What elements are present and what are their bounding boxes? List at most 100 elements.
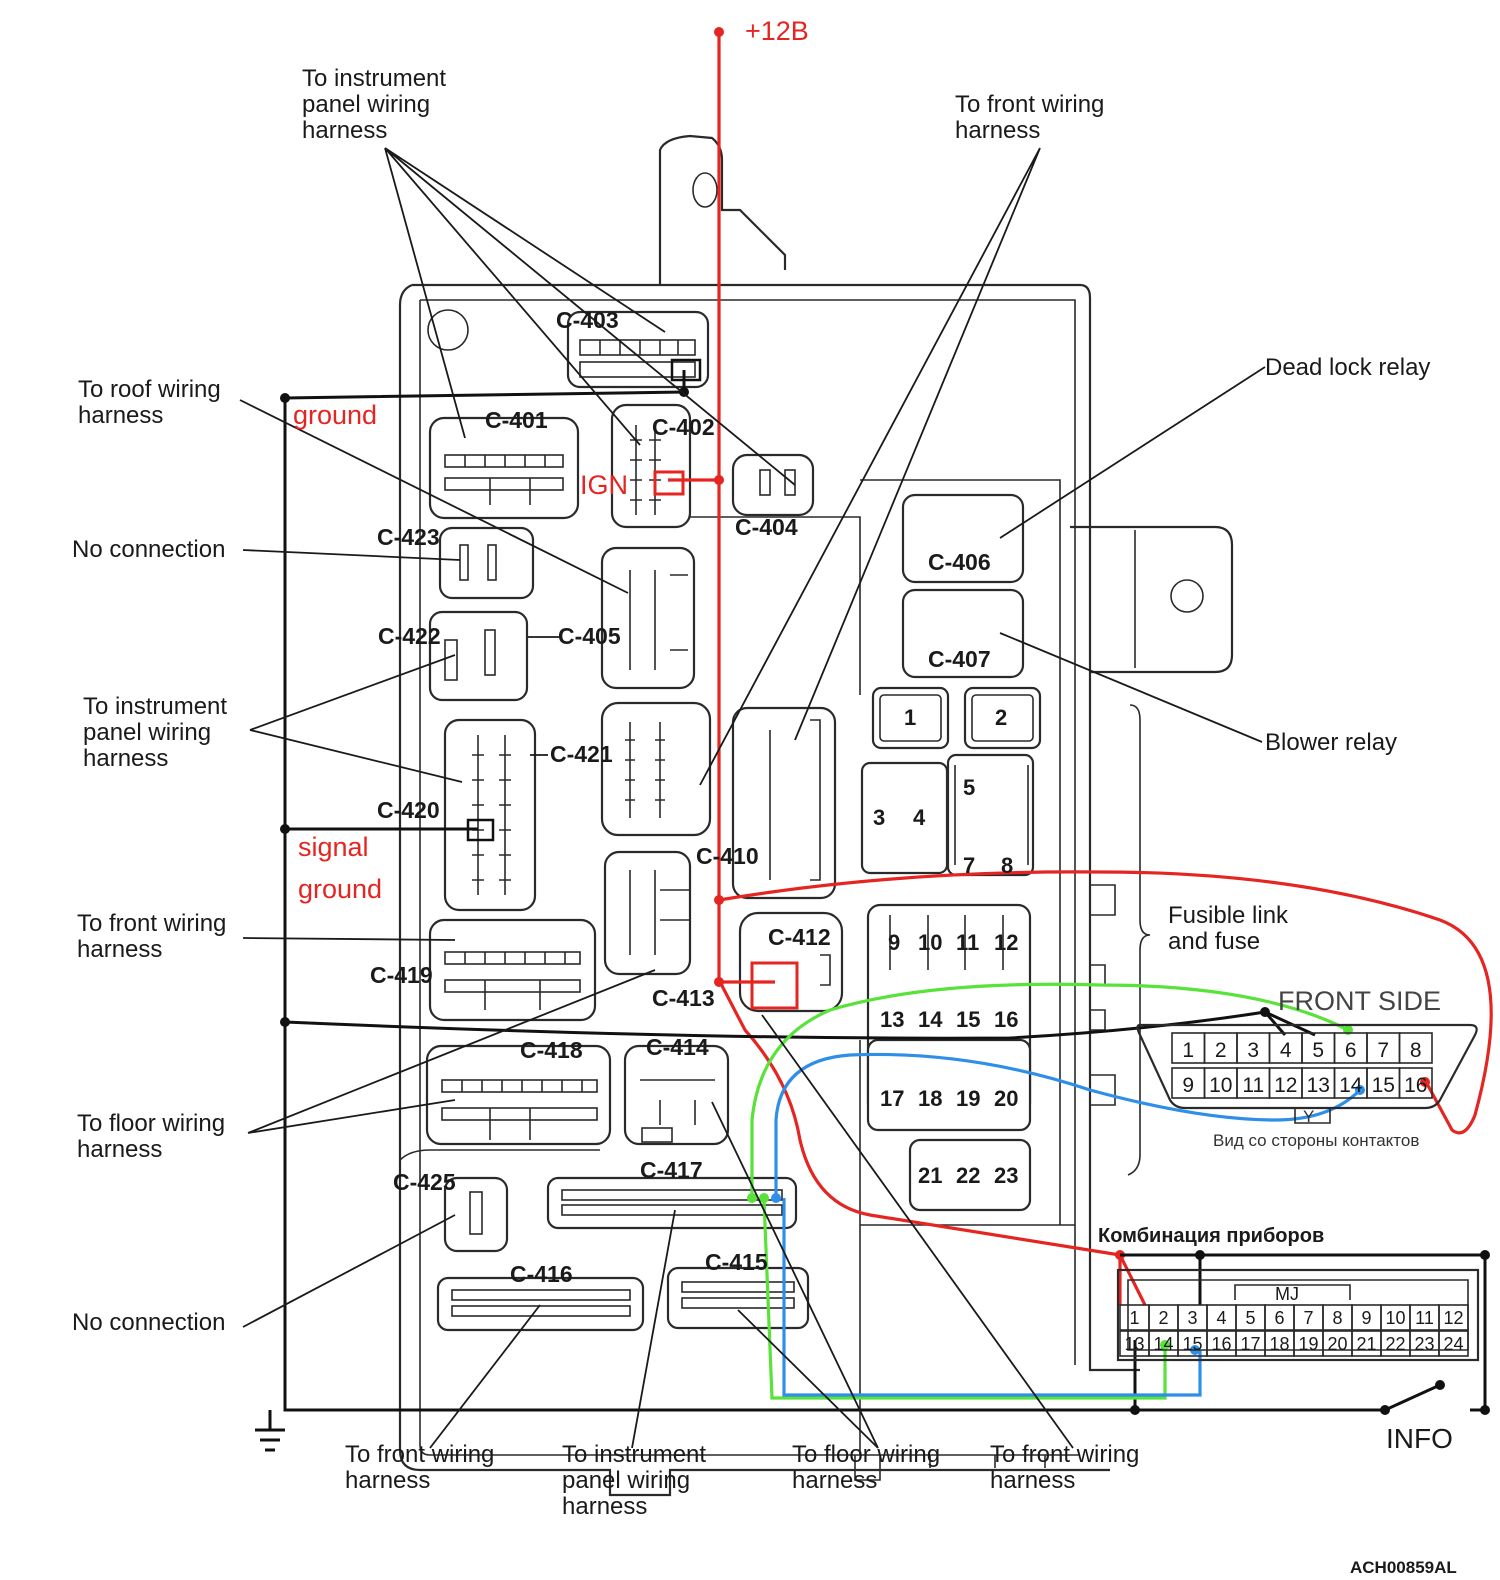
cluster-pin-19: 19 (1298, 1334, 1318, 1354)
relay-c407 (901, 588, 1025, 679)
fuse-14: 14 (918, 1007, 943, 1032)
cluster-pin-16: 16 (1211, 1334, 1231, 1354)
connector-c416 (436, 1276, 645, 1332)
obd-pin-14: 14 (1339, 1074, 1363, 1097)
callout-front-top: To front wiring harness (955, 91, 1111, 144)
connector-c415 (666, 1266, 810, 1330)
cluster-pin-13: 13 (1124, 1334, 1144, 1354)
fuse-12: 12 (994, 930, 1018, 955)
connector-c413 (603, 850, 692, 976)
cluster-pin-7: 7 (1303, 1308, 1313, 1328)
cluster-pin-10: 10 (1385, 1308, 1405, 1328)
fuse-17: 17 (880, 1086, 904, 1111)
fuse-numbers: 1 2 3 4 5 7 8 9 10 11 12 13 14 15 16 17 … (873, 705, 1018, 1188)
leader-lines (239, 147, 1266, 1449)
cluster-pin-8: 8 (1332, 1308, 1342, 1328)
callout-blower-relay: Blower relay (1265, 729, 1397, 756)
callout-bottom-instrument: To instrument panel wiring harness (562, 1441, 713, 1520)
connector-c410 (731, 706, 837, 900)
supply-label: +12B (745, 16, 809, 46)
callout-front-left: To front wiring harness (77, 910, 233, 963)
label-c425: C-425 (393, 1169, 456, 1195)
cluster-pin-2: 2 (1158, 1308, 1168, 1328)
cluster-pin-9: 9 (1361, 1308, 1371, 1328)
connector-c423 (438, 526, 535, 600)
callout-instrument-mid: To instrument panel wiring harness (83, 693, 234, 772)
label-c416: C-416 (510, 1261, 573, 1287)
cluster-pin-15: 15 (1182, 1334, 1202, 1354)
fuse-23: 23 (994, 1163, 1018, 1188)
cluster-pin-5: 5 (1245, 1308, 1255, 1328)
connector-c419 (428, 918, 597, 1022)
obd-pin-13: 13 (1307, 1074, 1330, 1097)
obd-pin-16: 16 (1404, 1074, 1427, 1097)
label-c419: C-419 (370, 962, 433, 988)
obd-pin-4: 4 (1280, 1039, 1292, 1062)
label-c415: C-415 (705, 1249, 768, 1275)
callout-floor-left: To floor wiring harness (77, 1110, 232, 1163)
fuse-5: 5 (963, 775, 975, 800)
cluster-pin-21: 21 (1356, 1334, 1376, 1354)
cluster-pin-12: 12 (1443, 1308, 1463, 1328)
fuse-2: 2 (995, 705, 1007, 730)
cluster-pin-23: 23 (1414, 1334, 1434, 1354)
label-c401: C-401 (485, 407, 548, 433)
signal-ground-label-2: ground (298, 874, 382, 904)
obd-pin-5: 5 (1312, 1039, 1324, 1062)
label-c406: C-406 (928, 549, 991, 575)
connector-c414 (623, 1044, 730, 1146)
connector-c418 (425, 1044, 612, 1146)
label-c414: C-414 (646, 1034, 709, 1060)
label-c418: C-418 (520, 1037, 583, 1063)
label-c407: C-407 (928, 646, 991, 672)
cluster-title: Комбинация приборов (1098, 1225, 1324, 1247)
fuse-7: 7 (963, 853, 975, 878)
callout-bottom-front-1: To front wiring harness (345, 1441, 501, 1494)
callout-instrument-top: To instrument panel wiring harness (302, 65, 453, 144)
fuse-20: 20 (994, 1086, 1018, 1111)
label-c417: C-417 (640, 1157, 703, 1183)
cluster-pin-1: 1 (1129, 1308, 1139, 1328)
label-c413: C-413 (652, 985, 715, 1011)
cluster-pin-17: 17 (1240, 1334, 1260, 1354)
signal-ground-label-1: signal (298, 832, 369, 862)
fuse-11: 11 (956, 930, 979, 955)
callout-no-connection-2: No connection (72, 1309, 225, 1336)
obd-pin-3: 3 (1247, 1039, 1259, 1062)
fuse-8: 8 (1001, 853, 1013, 878)
fuse-13: 13 (880, 1007, 904, 1032)
cluster-pin-4: 4 (1216, 1308, 1226, 1328)
fuse-19: 19 (956, 1086, 980, 1111)
cluster-pin-cell (1438, 1330, 1469, 1357)
callout-no-connection-1: No connection (72, 536, 225, 563)
obd-pin-9: 9 (1182, 1074, 1194, 1097)
fuse-15: 15 (956, 1007, 980, 1032)
connector-c421 (600, 701, 712, 837)
callout-bottom-floor: To floor wiring harness (792, 1441, 947, 1494)
obd-pin-6: 6 (1345, 1039, 1357, 1062)
obd-pin-2: 2 (1215, 1039, 1227, 1062)
cluster-pin-cell (1438, 1304, 1469, 1331)
callout-roof: To roof wiring harness (78, 376, 227, 429)
obd-pin-1: 1 (1182, 1039, 1194, 1062)
label-c423: C-423 (377, 524, 440, 550)
cluster-pin-22: 22 (1385, 1334, 1405, 1354)
obd-pin-cell (1398, 1032, 1433, 1064)
label-c405: C-405 (558, 623, 621, 649)
label-c421: C-421 (550, 741, 613, 767)
obd-pin-15: 15 (1372, 1074, 1395, 1097)
obd-key: Y (1303, 1107, 1314, 1126)
ground-label: ground (293, 400, 377, 430)
junction-block-body (398, 134, 1234, 1497)
cluster-mark: MJ (1275, 1284, 1299, 1304)
label-c402: C-402 (652, 414, 715, 440)
connector-c405 (600, 546, 696, 690)
blue-wire (774, 1052, 1362, 1397)
callout-dead-lock-relay: Dead lock relay (1265, 354, 1430, 381)
fuse-10: 10 (918, 930, 942, 955)
fuse-1: 1 (904, 705, 916, 730)
cluster-pin-18: 18 (1269, 1334, 1289, 1354)
